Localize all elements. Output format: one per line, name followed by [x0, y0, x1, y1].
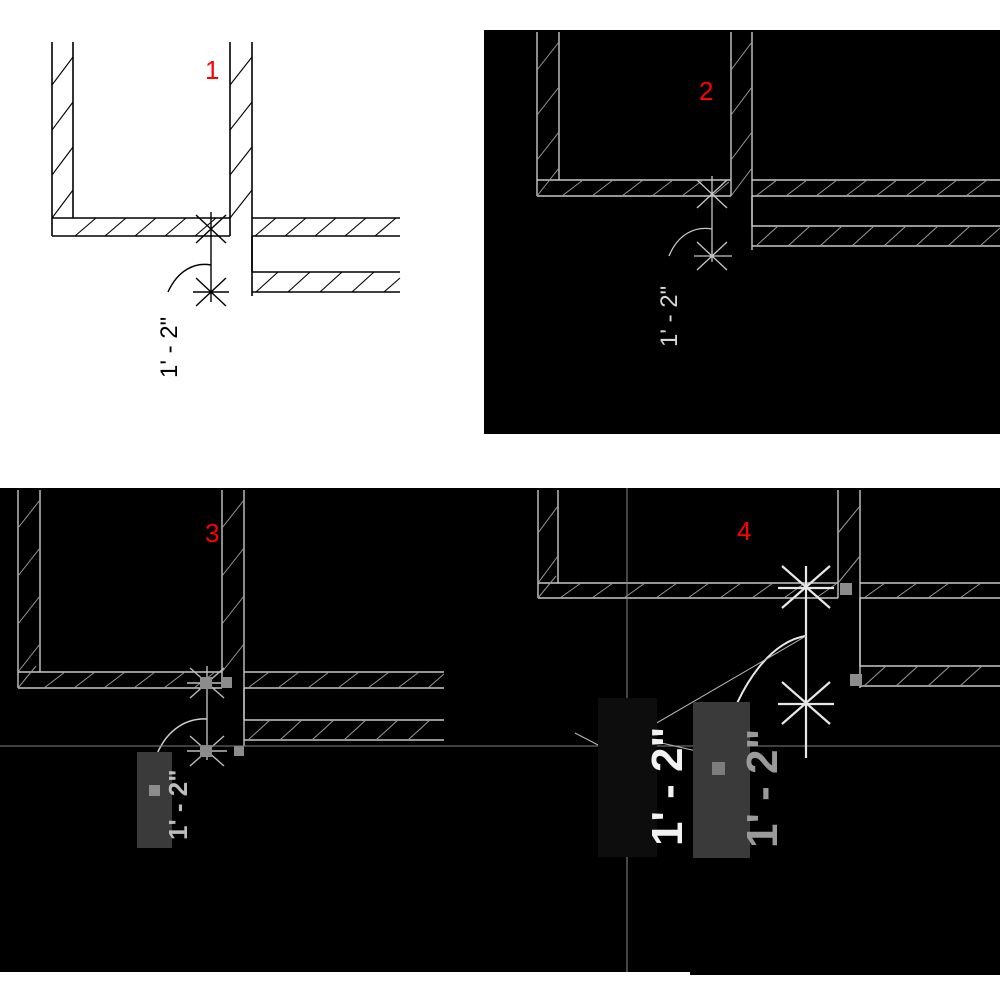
panel-2-cad-canvas[interactable] — [484, 30, 1000, 434]
panel-4-number: 4 — [737, 516, 752, 546]
wall-hatching — [51, 56, 401, 293]
panel-4-walls — [537, 490, 1000, 688]
panel-1-number: 1 — [205, 55, 220, 85]
panel-3-text-grip[interactable] — [149, 785, 160, 796]
panel-3-dimension-leader — [156, 718, 208, 755]
panel-3-walls — [17, 490, 444, 746]
dimension-leader — [167, 263, 212, 293]
panel-2-dimension-text[interactable]: 1' - 2" — [656, 285, 683, 347]
panel-4-dimension-line — [778, 565, 834, 758]
panel-2-dark-drawing: 2 1' - 2" — [484, 30, 1000, 434]
crosshair-cursor — [0, 488, 1000, 972]
panel-4-ghost-text-background — [598, 698, 657, 857]
dimension-leader — [668, 227, 713, 257]
panel-4-dragged-text-highlight[interactable] — [693, 702, 750, 858]
panel-4-dragged-dimension-text[interactable]: 1' - 2" — [738, 728, 787, 848]
panel-3-grips — [200, 677, 244, 757]
grip-square — [840, 583, 852, 595]
panel-34-cad-canvas[interactable] — [0, 488, 1000, 972]
grip-square — [234, 746, 244, 756]
panel-3-dimension-text-highlight[interactable] — [137, 752, 172, 848]
panel-4-grips — [840, 583, 862, 686]
grip-square — [850, 674, 862, 686]
grip-square — [200, 677, 212, 689]
grip-square — [221, 677, 232, 688]
wall-hatching — [536, 41, 1000, 247]
panel-1-cad-canvas[interactable] — [0, 0, 1000, 488]
grip-square — [200, 745, 212, 757]
dimension-line — [193, 212, 229, 307]
panel-4-text-grip[interactable] — [712, 762, 725, 775]
panel-1-dimension-text[interactable]: 1' - 2" — [156, 316, 183, 378]
panel-3-dimension-text[interactable]: 1' - 2" — [163, 769, 193, 840]
panel-4-hatching — [537, 505, 983, 687]
panel-2-number: 2 — [699, 76, 714, 106]
panel-3-number: 3 — [205, 518, 220, 548]
panel-3-hatching — [17, 499, 445, 741]
dimension-line — [694, 176, 732, 271]
panel-4-ghost-dimension-text: 1' - 2" — [643, 726, 692, 846]
panel-3-and-4-dark-drawing: 1' - 2" 1' - 2" 1' - 2" 3 4 — [0, 488, 1000, 972]
